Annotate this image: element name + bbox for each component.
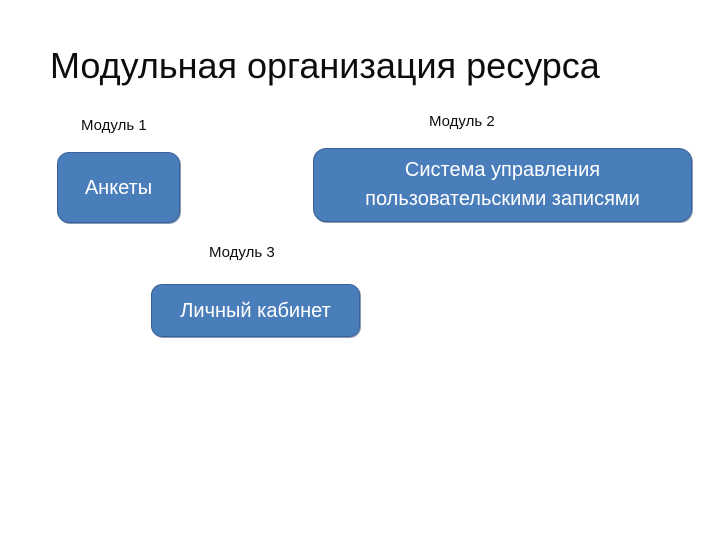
module-label-1: Модуль 1: [81, 117, 147, 134]
module-label-3: Модуль 3: [209, 244, 275, 261]
module-box-user-account-management-label: Система управления пользовательскими зап…: [365, 159, 640, 210]
module-box-ankety[interactable]: Анкеты: [57, 152, 180, 223]
page-title: Модульная организация ресурса: [50, 45, 600, 86]
module-box-user-account-management[interactable]: Система управления пользовательскими зап…: [313, 148, 692, 222]
module-box-personal-cabinet-label: Личный кабинет: [180, 299, 331, 322]
module-box-ankety-label: Анкеты: [84, 176, 153, 199]
module-label-2: Модуль 2: [429, 113, 495, 130]
module-box-personal-cabinet[interactable]: Личный кабинет: [151, 284, 360, 337]
